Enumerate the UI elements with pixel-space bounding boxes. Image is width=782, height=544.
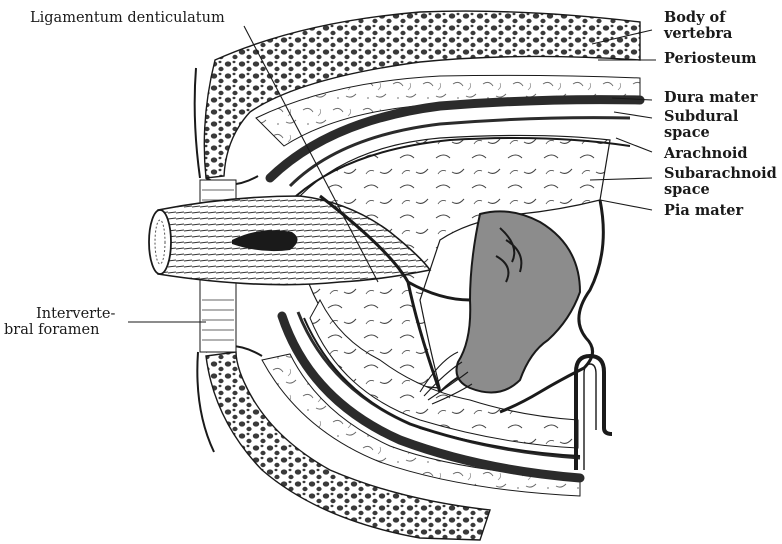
label-dura-mater: Dura mater — [664, 89, 758, 106]
epidural-tissue-upper — [256, 75, 640, 146]
leader-pia-mater — [600, 200, 652, 210]
label-pia-mater: Pia mater — [664, 202, 744, 219]
spinal-cord — [420, 211, 580, 404]
label-arachnoid: Arachnoid — [663, 145, 748, 162]
label-intervertebral-foramen: Interverte- bral foramen — [4, 306, 120, 338]
grey-matter — [457, 211, 581, 392]
label-ligamentum-denticulatum: Ligamentum denticulatum — [30, 10, 225, 26]
membrane-hook — [576, 356, 612, 470]
label-subarachnoid-space: Subarachnoid space — [664, 165, 782, 198]
label-body-of-vertebra: Body of vertebra — [663, 9, 733, 42]
label-periosteum: Periosteum — [664, 50, 757, 67]
label-subdural-space: Subdural space — [664, 108, 743, 141]
